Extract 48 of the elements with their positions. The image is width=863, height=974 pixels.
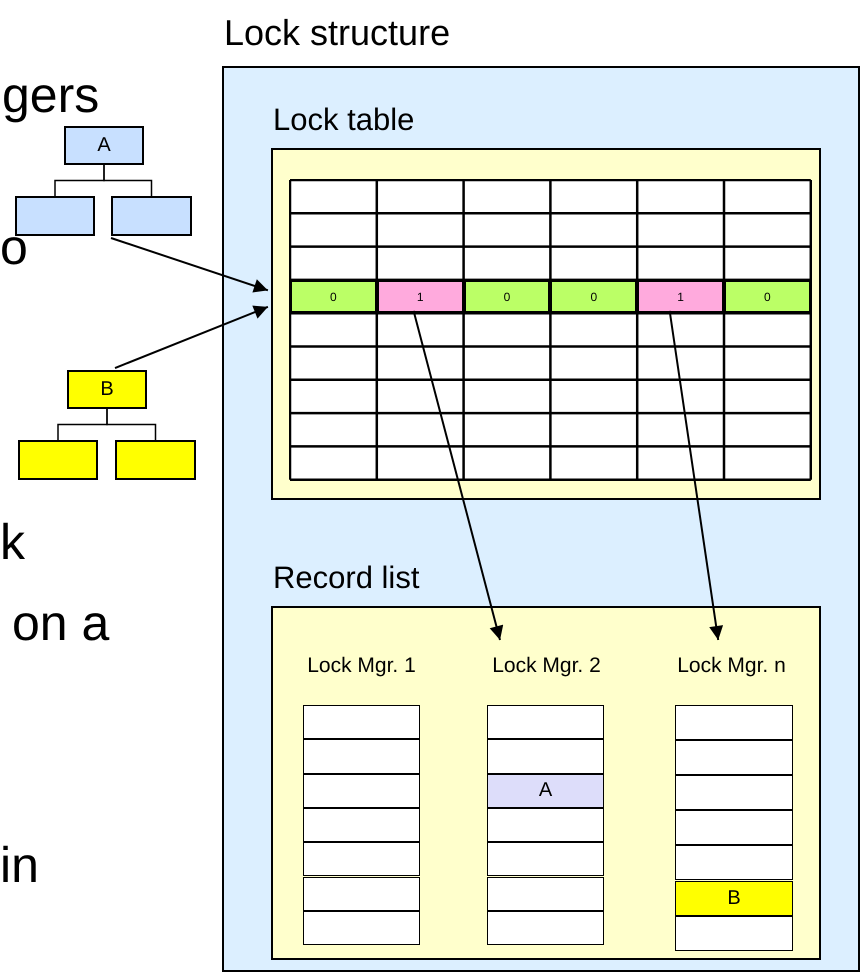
column-heading: Lock Mgr. n [676, 654, 787, 678]
record-slot [303, 774, 420, 808]
record-slot [675, 740, 793, 776]
record-slot [487, 842, 604, 876]
record-slot [303, 739, 420, 774]
arrow [114, 306, 268, 369]
tree-connector [106, 409, 156, 440]
table-cell: 1 [376, 280, 464, 314]
record-slot: B [675, 880, 793, 916]
slide-text-fragment: in [0, 840, 39, 890]
record-slot [675, 775, 793, 810]
tree-node-box [18, 440, 98, 480]
record-slot [675, 810, 793, 846]
tree-node-box [111, 196, 192, 236]
table-cell: 1 [637, 280, 724, 314]
arrow [110, 237, 268, 293]
tree-node-box: A [64, 126, 144, 165]
panel-heading: Record list [273, 560, 420, 596]
record-slot [675, 916, 793, 951]
tree-node-box: B [67, 370, 147, 409]
slide-text-fragment: gers [2, 70, 100, 120]
column-heading: Lock Mgr. 2 [491, 654, 602, 678]
record-slot [487, 808, 604, 842]
record-slot [487, 739, 604, 774]
record-slot [303, 910, 420, 946]
slide-text-fragment: k [0, 517, 25, 567]
table-cell: 0 [724, 280, 811, 314]
tree-node-box [15, 196, 95, 236]
record-slot [487, 705, 604, 740]
record-slot [303, 876, 420, 911]
panel-heading: Lock structure [224, 12, 450, 54]
record-slot [675, 845, 793, 880]
record-slot [303, 808, 420, 842]
record-slot: A [487, 774, 604, 808]
record-slot [303, 842, 420, 876]
panel-heading: Lock table [273, 102, 414, 138]
table-cell: 0 [550, 280, 638, 314]
table-cell: 0 [464, 280, 550, 314]
tree-node-box [115, 440, 196, 480]
record-slot [487, 910, 604, 946]
slide-text-fragment: o [0, 222, 28, 272]
column-heading: Lock Mgr. 1 [306, 654, 417, 678]
tree-connector [103, 165, 152, 196]
record-slot [675, 705, 793, 740]
record-slot [303, 705, 420, 740]
slide-text-fragment: on a [12, 598, 110, 648]
record-slot [487, 876, 604, 911]
table-cell: 0 [290, 280, 377, 314]
